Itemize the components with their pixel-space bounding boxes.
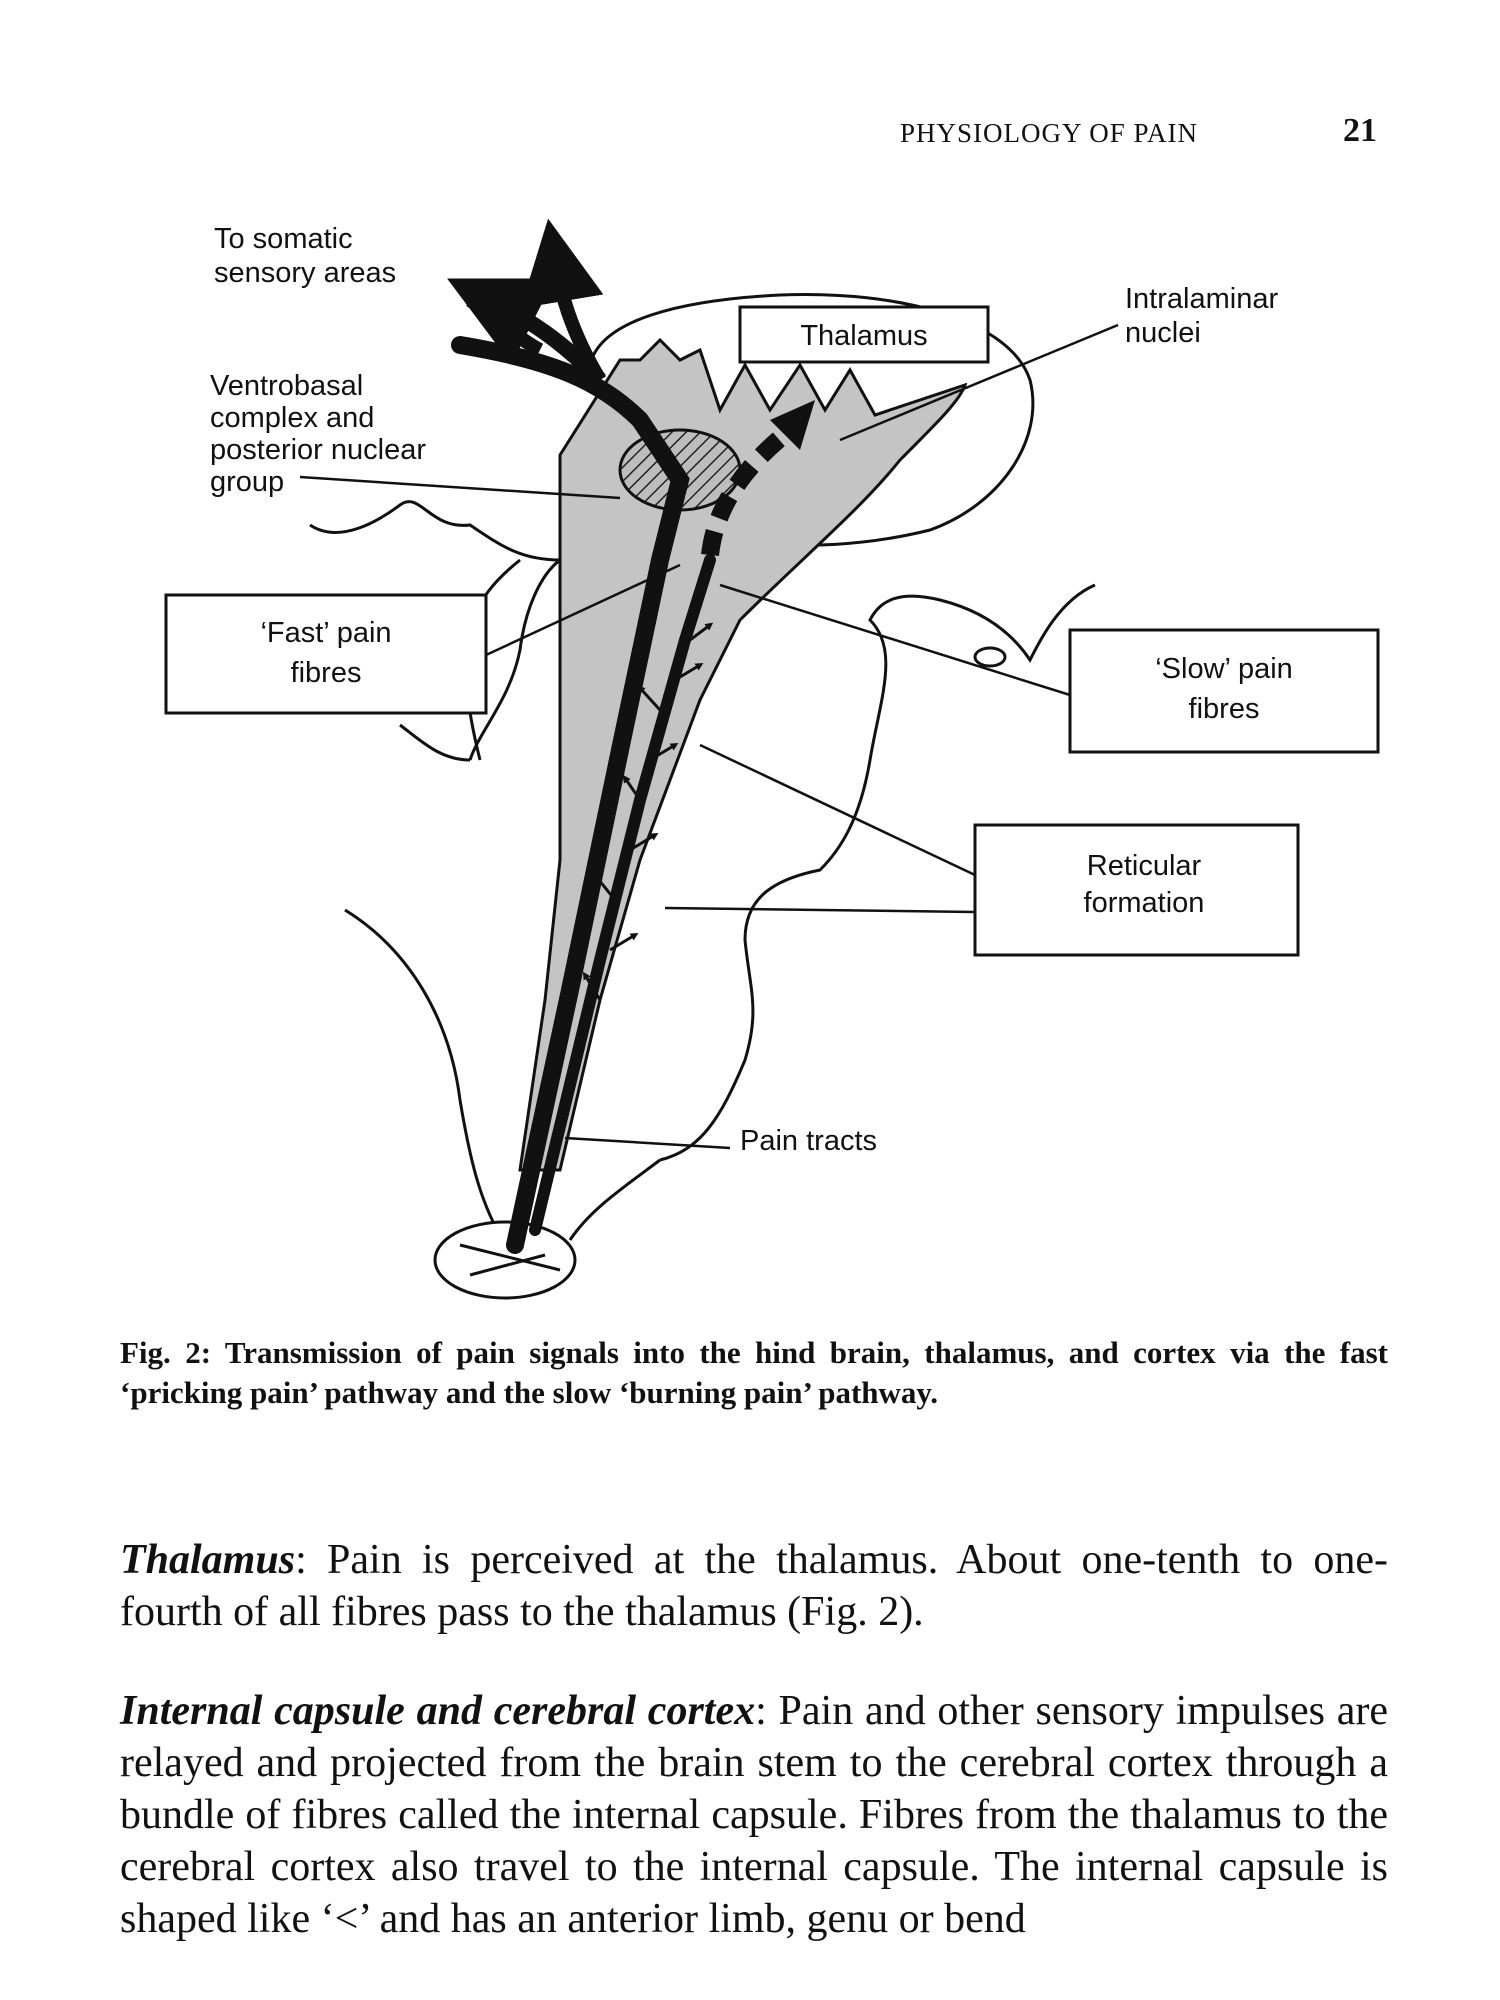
spinal-cord-section bbox=[433, 1220, 577, 1300]
to-somatic-label-line1: To somatic bbox=[214, 223, 353, 255]
paragraph-internal-capsule-text: : Pain and other sensory impulses are re… bbox=[120, 1688, 1388, 1942]
reticular-label-line2: formation bbox=[1084, 887, 1205, 919]
ventrobasal-label-line3: posterior nuclear bbox=[210, 434, 426, 466]
ventrobasal-label-line1: Ventrobasal bbox=[210, 370, 363, 402]
paragraph-internal-capsule-lead: Internal capsule and cerebral cortex bbox=[120, 1688, 756, 1734]
reticular-label-line1: Reticular bbox=[1087, 850, 1202, 882]
ventrobasal-label-line4: group bbox=[210, 466, 284, 498]
paragraph-thalamus-text: : Pain is perceived at the thalamus. Abo… bbox=[120, 1537, 1388, 1635]
somatic-branch-2 bbox=[520, 218, 607, 384]
slow-pain-label-line1: ‘Slow’ pain bbox=[1155, 653, 1293, 685]
slow-pain-dashed-path bbox=[701, 422, 796, 557]
slow-pain-arrowhead bbox=[770, 400, 815, 450]
to-somatic-label-line2: sensory areas bbox=[214, 257, 396, 289]
slow-pain-label-line2: fibres bbox=[1189, 693, 1260, 725]
leader-lines bbox=[299, 323, 1119, 1150]
fast-pain-box bbox=[164, 593, 488, 715]
small-nucleus-oval bbox=[973, 646, 1007, 668]
paragraph-internal-capsule: Internal capsule and cerebral cortex: Pa… bbox=[120, 1685, 1388, 1945]
fast-pain-label-line1: ‘Fast’ pain bbox=[260, 617, 391, 649]
thalamus-outline bbox=[588, 292, 1035, 547]
ventrobasal-label-line2: complex and bbox=[210, 402, 374, 434]
paragraph-thalamus: Thalamus: Pain is perceived at the thala… bbox=[120, 1534, 1388, 1638]
figure-caption: Fig. 2: Transmission of pain signals int… bbox=[120, 1335, 1388, 1410]
running-head: PHYSIOLOGY OF PAIN bbox=[900, 118, 1199, 148]
cortex-fold-left bbox=[399, 723, 471, 762]
intralaminar-label-line2: nuclei bbox=[1125, 317, 1201, 349]
fast-pain-label-line2: fibres bbox=[291, 657, 362, 689]
slow-pain-box bbox=[1068, 628, 1380, 754]
thalamus-label: Thalamus bbox=[800, 320, 927, 352]
reticular-formation-box bbox=[973, 823, 1300, 957]
reticular-formation-region bbox=[518, 337, 968, 1172]
pons-outline-left bbox=[344, 908, 502, 1236]
reticular-collaterals bbox=[582, 622, 714, 1001]
midbrain-outline-left bbox=[309, 500, 565, 761]
thalamus-label-box bbox=[738, 305, 990, 364]
pain-pathway-diagram: Thalamus ‘Fast’ pain fibres ‘Slow’ pain … bbox=[164, 218, 1380, 1300]
paragraph-thalamus-lead: Thalamus bbox=[120, 1537, 296, 1583]
page-number: 21 bbox=[1343, 112, 1377, 149]
medulla-outline-right bbox=[568, 1158, 661, 1241]
somatic-branch-3 bbox=[466, 294, 544, 357]
brainstem-outline-right bbox=[659, 583, 1096, 1162]
pain-tracts-label: Pain tracts bbox=[740, 1125, 877, 1157]
intralaminar-label-line1: Intralaminar bbox=[1125, 283, 1278, 315]
